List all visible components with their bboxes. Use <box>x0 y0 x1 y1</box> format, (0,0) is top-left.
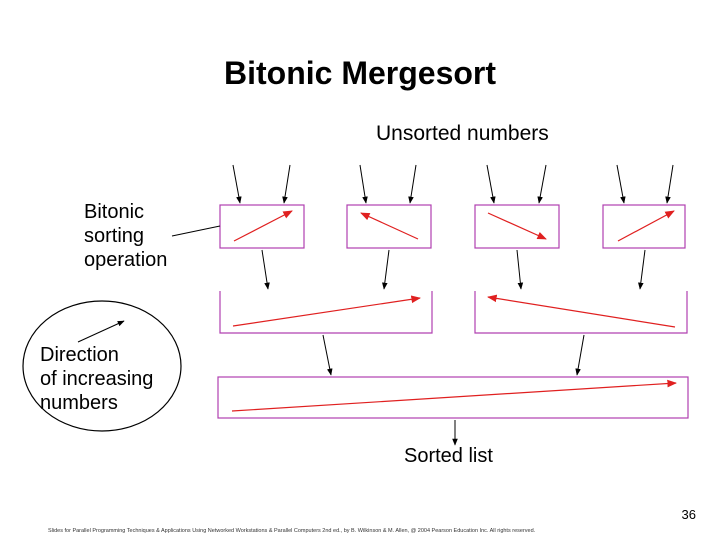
input-arrow <box>537 164 547 204</box>
merge-arrow <box>516 249 524 290</box>
merge-arrow <box>638 249 646 290</box>
bitonic-box <box>346 204 432 249</box>
legend-circle <box>22 300 182 432</box>
input-arrow <box>616 164 626 204</box>
level-1-boxes <box>219 204 686 249</box>
input-arrow <box>408 164 417 204</box>
merge-arrow <box>575 334 585 376</box>
merge-arrow <box>261 249 270 290</box>
merge-arrow <box>322 334 333 376</box>
final-merge-box <box>217 376 689 419</box>
direction-label-line: numbers <box>40 392 118 414</box>
decreasing-arrow <box>487 294 676 328</box>
bitonic-box <box>602 204 686 249</box>
increasing-arrow <box>233 210 293 242</box>
increasing-arrow <box>232 295 421 327</box>
decreasing-arrow <box>617 210 675 242</box>
merge-arrow <box>382 249 390 290</box>
direction-legend-label: Direction of increasing numbers <box>40 343 153 415</box>
bitonic-sorting-operation-label: Bitonic sorting operation <box>84 200 167 272</box>
input-arrow <box>282 164 291 204</box>
bitonic-label-pointer <box>171 225 221 237</box>
input-arrows <box>232 164 674 204</box>
decreasing-arrow <box>360 212 419 240</box>
unsorted-numbers-label: Unsorted numbers <box>376 122 549 145</box>
bitonic-label-line: Bitonic <box>84 201 145 223</box>
sorted-list-label: Sorted list <box>404 445 493 467</box>
increasing-arrow <box>231 379 677 412</box>
bitonic-label-line: sorting <box>84 225 145 247</box>
level-2-boxes <box>219 291 688 334</box>
level-3-input-arrows <box>322 334 585 376</box>
input-arrow <box>665 164 674 204</box>
direction-label-line: Direction <box>40 344 119 366</box>
level-1-direction-arrows <box>233 210 675 242</box>
level-2-direction-arrows <box>232 294 676 328</box>
level-2-input-arrows <box>261 249 646 290</box>
input-arrow <box>232 164 242 204</box>
bitonic-box <box>474 204 560 249</box>
slide-title: Bitonic Mergesort <box>223 55 497 91</box>
direction-label-line: of increasing <box>40 368 154 390</box>
bitonic-label-line: operation <box>84 249 168 271</box>
legend-direction-arrow <box>77 320 125 343</box>
bitonic-box <box>219 291 433 334</box>
input-arrow <box>359 164 368 204</box>
bitonic-box <box>474 291 688 334</box>
footer-credit: Slides for Parallel Programming Techniqu… <box>48 528 536 534</box>
increasing-arrow <box>487 212 547 240</box>
page-number: 36 <box>681 507 696 522</box>
input-arrow <box>486 164 496 204</box>
